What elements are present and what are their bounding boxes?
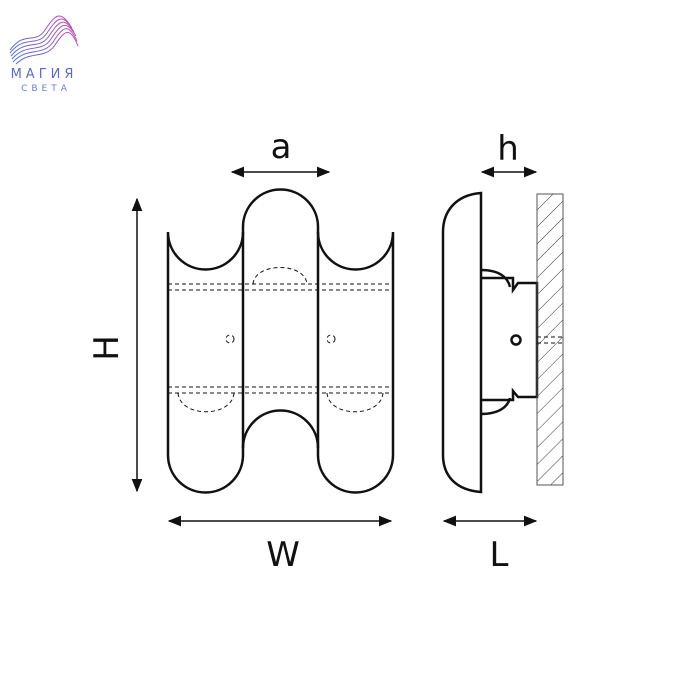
dim-a-label: a (271, 127, 292, 167)
dim-H-label: H (87, 335, 127, 361)
logo-line2: СВЕТА (21, 84, 71, 94)
brand-logo: МАГИЯ СВЕТА (9, 15, 79, 94)
front-hidden-lines (168, 267, 393, 413)
dim-W-label: W (266, 535, 300, 575)
wall (536, 193, 564, 486)
dim-L-label: L (490, 535, 509, 575)
front-view (166, 188, 395, 494)
logo-line1: МАГИЯ (11, 67, 78, 82)
side-view (441, 191, 539, 494)
dim-h-label: h (497, 129, 519, 169)
